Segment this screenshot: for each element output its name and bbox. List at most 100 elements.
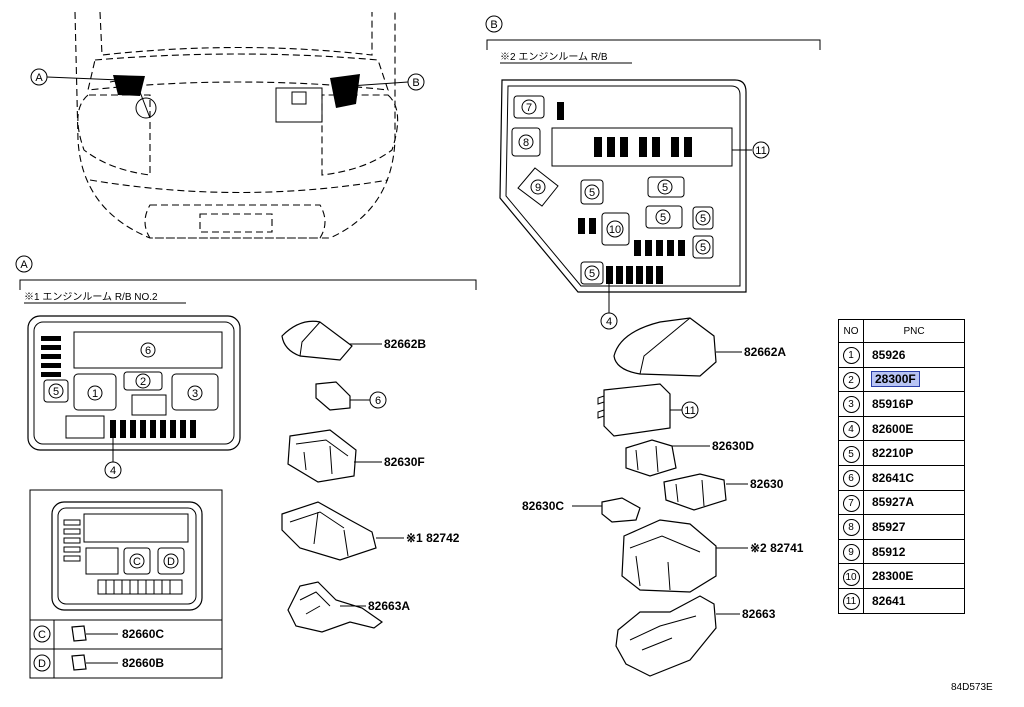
table-row: 7 85927A	[838, 489, 965, 516]
table-row: 1 85926	[838, 342, 965, 368]
part-82630C: 82630C	[522, 497, 641, 523]
row-number-circle: 8	[842, 519, 860, 537]
figure-code: 84D573E	[951, 682, 993, 693]
row-number: 11	[838, 587, 864, 614]
row-pnc[interactable]: 28300F	[863, 366, 965, 393]
pnc-value[interactable]: 28300F	[871, 371, 920, 388]
header-pnc: PNC	[863, 319, 965, 343]
table-header-row: NO PNC	[838, 319, 965, 343]
row-number-circle: 4	[842, 421, 860, 439]
row-number: 4	[838, 415, 864, 442]
part-82630D: 82630D	[625, 439, 754, 477]
row-pnc: 85927	[863, 514, 965, 540]
svg-text:11: 11	[755, 145, 766, 157]
svg-text:8: 8	[523, 137, 529, 149]
svg-text:D: D	[38, 658, 46, 670]
svg-text:B: B	[490, 19, 497, 31]
row-pnc: 85926	[863, 342, 965, 368]
section-cd: C D C D 82660C 82660B	[29, 489, 223, 679]
svg-text:4: 4	[606, 316, 612, 328]
row-number: 5	[838, 440, 864, 466]
row-pnc: 82641	[863, 587, 965, 614]
svg-text:82663: 82663	[742, 607, 776, 621]
header-no: NO	[838, 319, 864, 343]
table-row: 5 82210P	[838, 440, 965, 466]
row-pnc: 85927A	[863, 489, 965, 516]
row-number-circle: 6	[842, 470, 860, 488]
svg-text:6: 6	[145, 345, 151, 357]
svg-text:C: C	[133, 556, 141, 568]
row-number: 7	[838, 489, 864, 516]
pnc-value: 85912	[872, 544, 906, 559]
pnc-value: 82210P	[872, 446, 914, 461]
svg-text:5: 5	[700, 213, 706, 225]
svg-text:※2 エンジンルーム R/B: ※2 エンジンルーム R/B	[500, 51, 608, 63]
part-82663A: 82663A	[287, 581, 410, 633]
svg-text:82662A: 82662A	[744, 345, 786, 359]
svg-text:5: 5	[589, 268, 595, 280]
pnc-value: 82641	[872, 593, 906, 608]
row-number-circle: 10	[842, 568, 860, 586]
svg-text:B: B	[412, 77, 419, 89]
row-number-circle: 3	[842, 396, 860, 414]
svg-text:5: 5	[660, 212, 666, 224]
row-number-circle: 11	[842, 593, 860, 611]
svg-text:82630F: 82630F	[384, 455, 425, 469]
svg-text:D: D	[167, 556, 175, 568]
row-number-circle: 5	[842, 445, 860, 463]
svg-text:3: 3	[192, 388, 198, 400]
svg-text:※2 82741: ※2 82741	[750, 541, 804, 555]
row-pnc: 82600E	[863, 415, 965, 442]
section-a: A ※1 エンジンルーム R/B NO.2 6 5 1 2 3	[15, 255, 477, 479]
callout-a-car: A	[30, 68, 121, 86]
car-illustration	[74, 11, 399, 239]
svg-text:A: A	[20, 259, 28, 271]
pnc-value: 85927A	[872, 495, 915, 510]
table-row: 3 85916P	[838, 391, 965, 417]
svg-text:82630: 82630	[750, 477, 784, 491]
pnc-value: 85916P	[872, 396, 914, 411]
svg-text:11: 11	[684, 405, 695, 417]
part-82630F: 82630F	[287, 429, 425, 483]
row-pnc: 82210P	[863, 440, 965, 466]
svg-text:10: 10	[609, 224, 621, 236]
row-number: 8	[838, 514, 864, 540]
callout-b-car: B	[349, 73, 425, 91]
svg-text:1: 1	[92, 388, 98, 400]
svg-text:5: 5	[589, 187, 595, 199]
table-row: 8 85927	[838, 514, 965, 540]
svg-text:5: 5	[700, 242, 706, 254]
pnc-value: 82600E	[872, 421, 914, 436]
row-pnc: 85912	[863, 538, 965, 565]
table-row: 11 82641	[838, 587, 965, 614]
section-b: B ※2 エンジンルーム R/B 7 8 11 9 5	[485, 15, 821, 330]
row-number-circle: 1	[842, 347, 860, 365]
row-number-circle: 2	[842, 371, 860, 389]
row-number: 9	[838, 538, 864, 565]
svg-text:A: A	[35, 72, 43, 84]
part-82662B: 82662B	[281, 320, 426, 361]
row-number: 10	[838, 563, 864, 589]
svg-text:82662B: 82662B	[384, 337, 426, 351]
svg-text:5: 5	[53, 386, 59, 398]
row-pnc: 28300E	[863, 563, 965, 589]
part-82742: ※1 82742	[281, 501, 460, 561]
row-pnc: 82641C	[863, 464, 965, 491]
table-row: 4 82600E	[838, 415, 965, 442]
pnc-table: NO PNC 1 85926 2 28300F 3 85916P 4 82600E 5 82210…	[838, 319, 965, 614]
svg-text:9: 9	[535, 182, 541, 194]
svg-text:82630D: 82630D	[712, 439, 754, 453]
svg-text:C: C	[38, 629, 46, 641]
row-number-circle: 9	[842, 544, 860, 562]
pnc-value: 85926	[872, 347, 906, 362]
svg-text:82660B: 82660B	[122, 656, 164, 670]
pnc-value: 85927	[872, 519, 906, 534]
pnc-value: 28300E	[872, 569, 914, 584]
row-number: 1	[838, 342, 864, 368]
svg-text:※1 エンジンルーム R/B NO.2: ※1 エンジンルーム R/B NO.2	[24, 291, 158, 303]
svg-text:7: 7	[526, 102, 532, 114]
svg-text:※1 82742: ※1 82742	[406, 531, 460, 545]
